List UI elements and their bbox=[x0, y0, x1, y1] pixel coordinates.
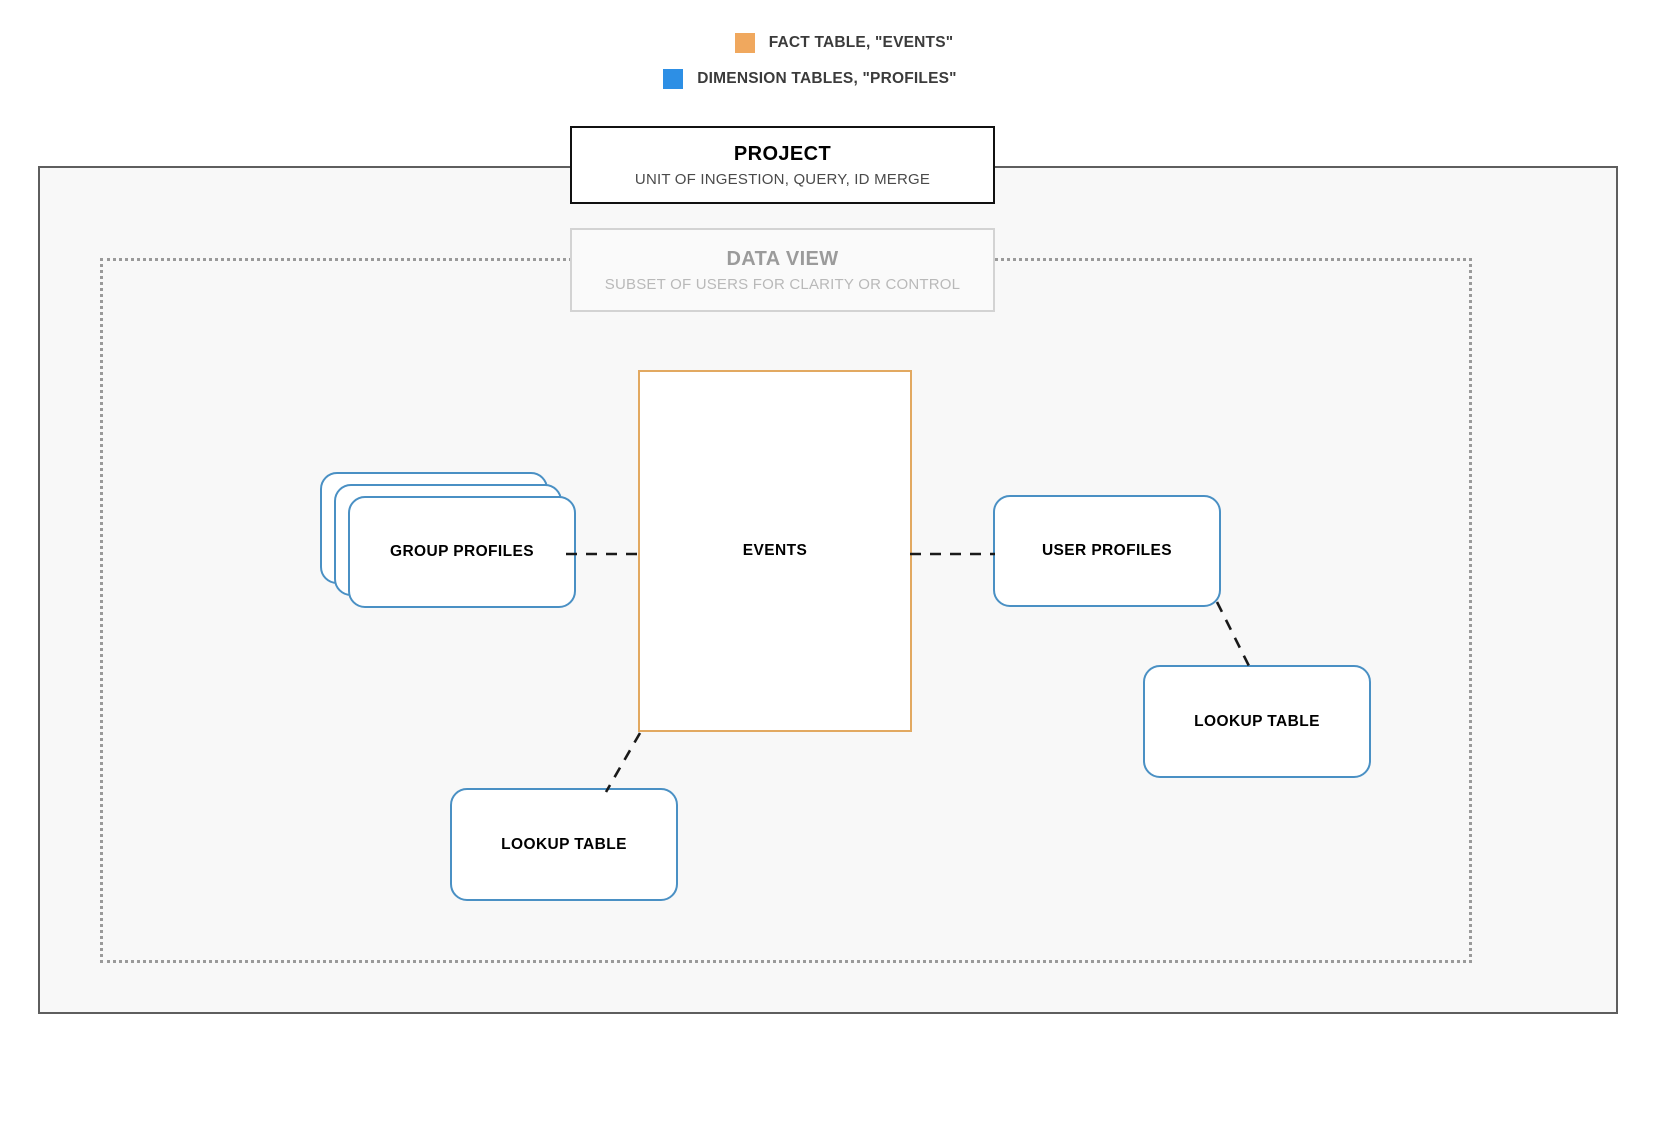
node-group-profiles-stack: GROUP PROFILES bbox=[320, 472, 580, 617]
data-view-header-box: DATA VIEW SUBSET OF USERS FOR CLARITY OR… bbox=[570, 228, 995, 312]
node-group-profiles: GROUP PROFILES bbox=[348, 496, 576, 608]
node-lookup-table-right: LOOKUP TABLE bbox=[1143, 665, 1371, 778]
legend-label-fact-table: FACT TABLE, "EVENTS" bbox=[768, 34, 954, 51]
node-lookup-table-right-label: LOOKUP TABLE bbox=[1194, 712, 1320, 730]
node-user-profiles: USER PROFILES bbox=[993, 495, 1221, 607]
legend-label-dimension-tables: DIMENSION TABLES, "PROFILES" bbox=[697, 70, 957, 87]
project-header-box: PROJECT UNIT OF INGESTION, QUERY, ID MER… bbox=[570, 126, 995, 204]
legend: FACT TABLE, "EVENTS" DIMENSION TABLES, "… bbox=[0, 28, 1664, 100]
data-view-subtitle: SUBSET OF USERS FOR CLARITY OR CONTROL bbox=[604, 275, 961, 293]
fact-table-swatch bbox=[734, 33, 755, 53]
legend-item-fact-table: FACT TABLE, "EVENTS" bbox=[12, 28, 1664, 58]
node-events: EVENTS bbox=[638, 370, 912, 732]
project-subtitle: UNIT OF INGESTION, QUERY, ID MERGE bbox=[634, 170, 931, 188]
dimension-tables-swatch bbox=[663, 69, 684, 89]
node-lookup-table-left-label: LOOKUP TABLE bbox=[501, 835, 627, 853]
node-lookup-table-left: LOOKUP TABLE bbox=[450, 788, 678, 901]
legend-item-dimension-tables: DIMENSION TABLES, "PROFILES" bbox=[0, 64, 1642, 94]
data-view-title: DATA VIEW bbox=[726, 247, 839, 270]
node-events-label: EVENTS bbox=[742, 542, 808, 559]
node-group-profiles-label: GROUP PROFILES bbox=[390, 543, 534, 560]
project-title: PROJECT bbox=[733, 142, 832, 165]
node-user-profiles-label: USER PROFILES bbox=[1041, 542, 1173, 559]
